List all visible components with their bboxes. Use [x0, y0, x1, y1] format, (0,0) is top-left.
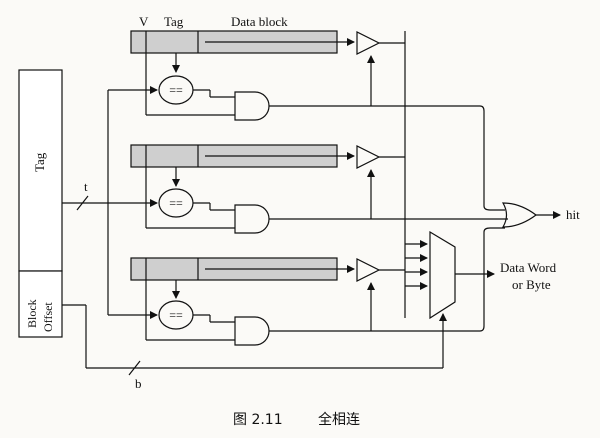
tag-bus-width-label: t — [84, 179, 88, 194]
comparator1-symbol: == — [169, 83, 183, 97]
address-tag-label: Tag — [32, 152, 47, 172]
entry1-and-gate — [234, 91, 270, 121]
hit-label: hit — [566, 207, 580, 222]
address-tag-field — [18, 69, 63, 272]
comparator2-symbol: == — [169, 196, 183, 210]
tag-bus-width-slash — [76, 195, 89, 211]
block-offset-label-line1: Block — [25, 299, 39, 328]
comparator3-symbol: == — [169, 308, 183, 322]
cache-entry-2 — [108, 144, 508, 234]
hit-or-gate — [501, 202, 538, 228]
tag-bus — [62, 90, 109, 315]
tag-column-label: Tag — [164, 14, 184, 29]
cache-entry-3 — [108, 227, 505, 346]
entry3-buffer — [356, 258, 381, 282]
entry1-buffer — [356, 31, 381, 55]
offset-bus-width-slash — [128, 360, 141, 376]
block-offset-label-line2: Offset — [41, 302, 55, 332]
entry2-and-gate — [234, 204, 270, 234]
data-word-label-line1: Data Word — [500, 260, 557, 275]
offset-bus-width-label: b — [135, 376, 142, 391]
address-register — [18, 69, 63, 338]
data-block-label: Data block — [231, 14, 288, 29]
figure-title: 全相连 — [318, 411, 360, 428]
entry3-and-gate — [234, 316, 270, 346]
cache-entry-1 — [108, 30, 505, 211]
offset-bus — [62, 304, 447, 376]
entry2-buffer — [356, 145, 381, 169]
word-select-mux — [429, 230, 456, 320]
data-word-label-line2: or Byte — [512, 277, 551, 292]
valid-bit-label: V — [139, 14, 149, 29]
address-offset-field — [18, 270, 63, 338]
figure-number: 图 2.11 — [233, 412, 283, 428]
